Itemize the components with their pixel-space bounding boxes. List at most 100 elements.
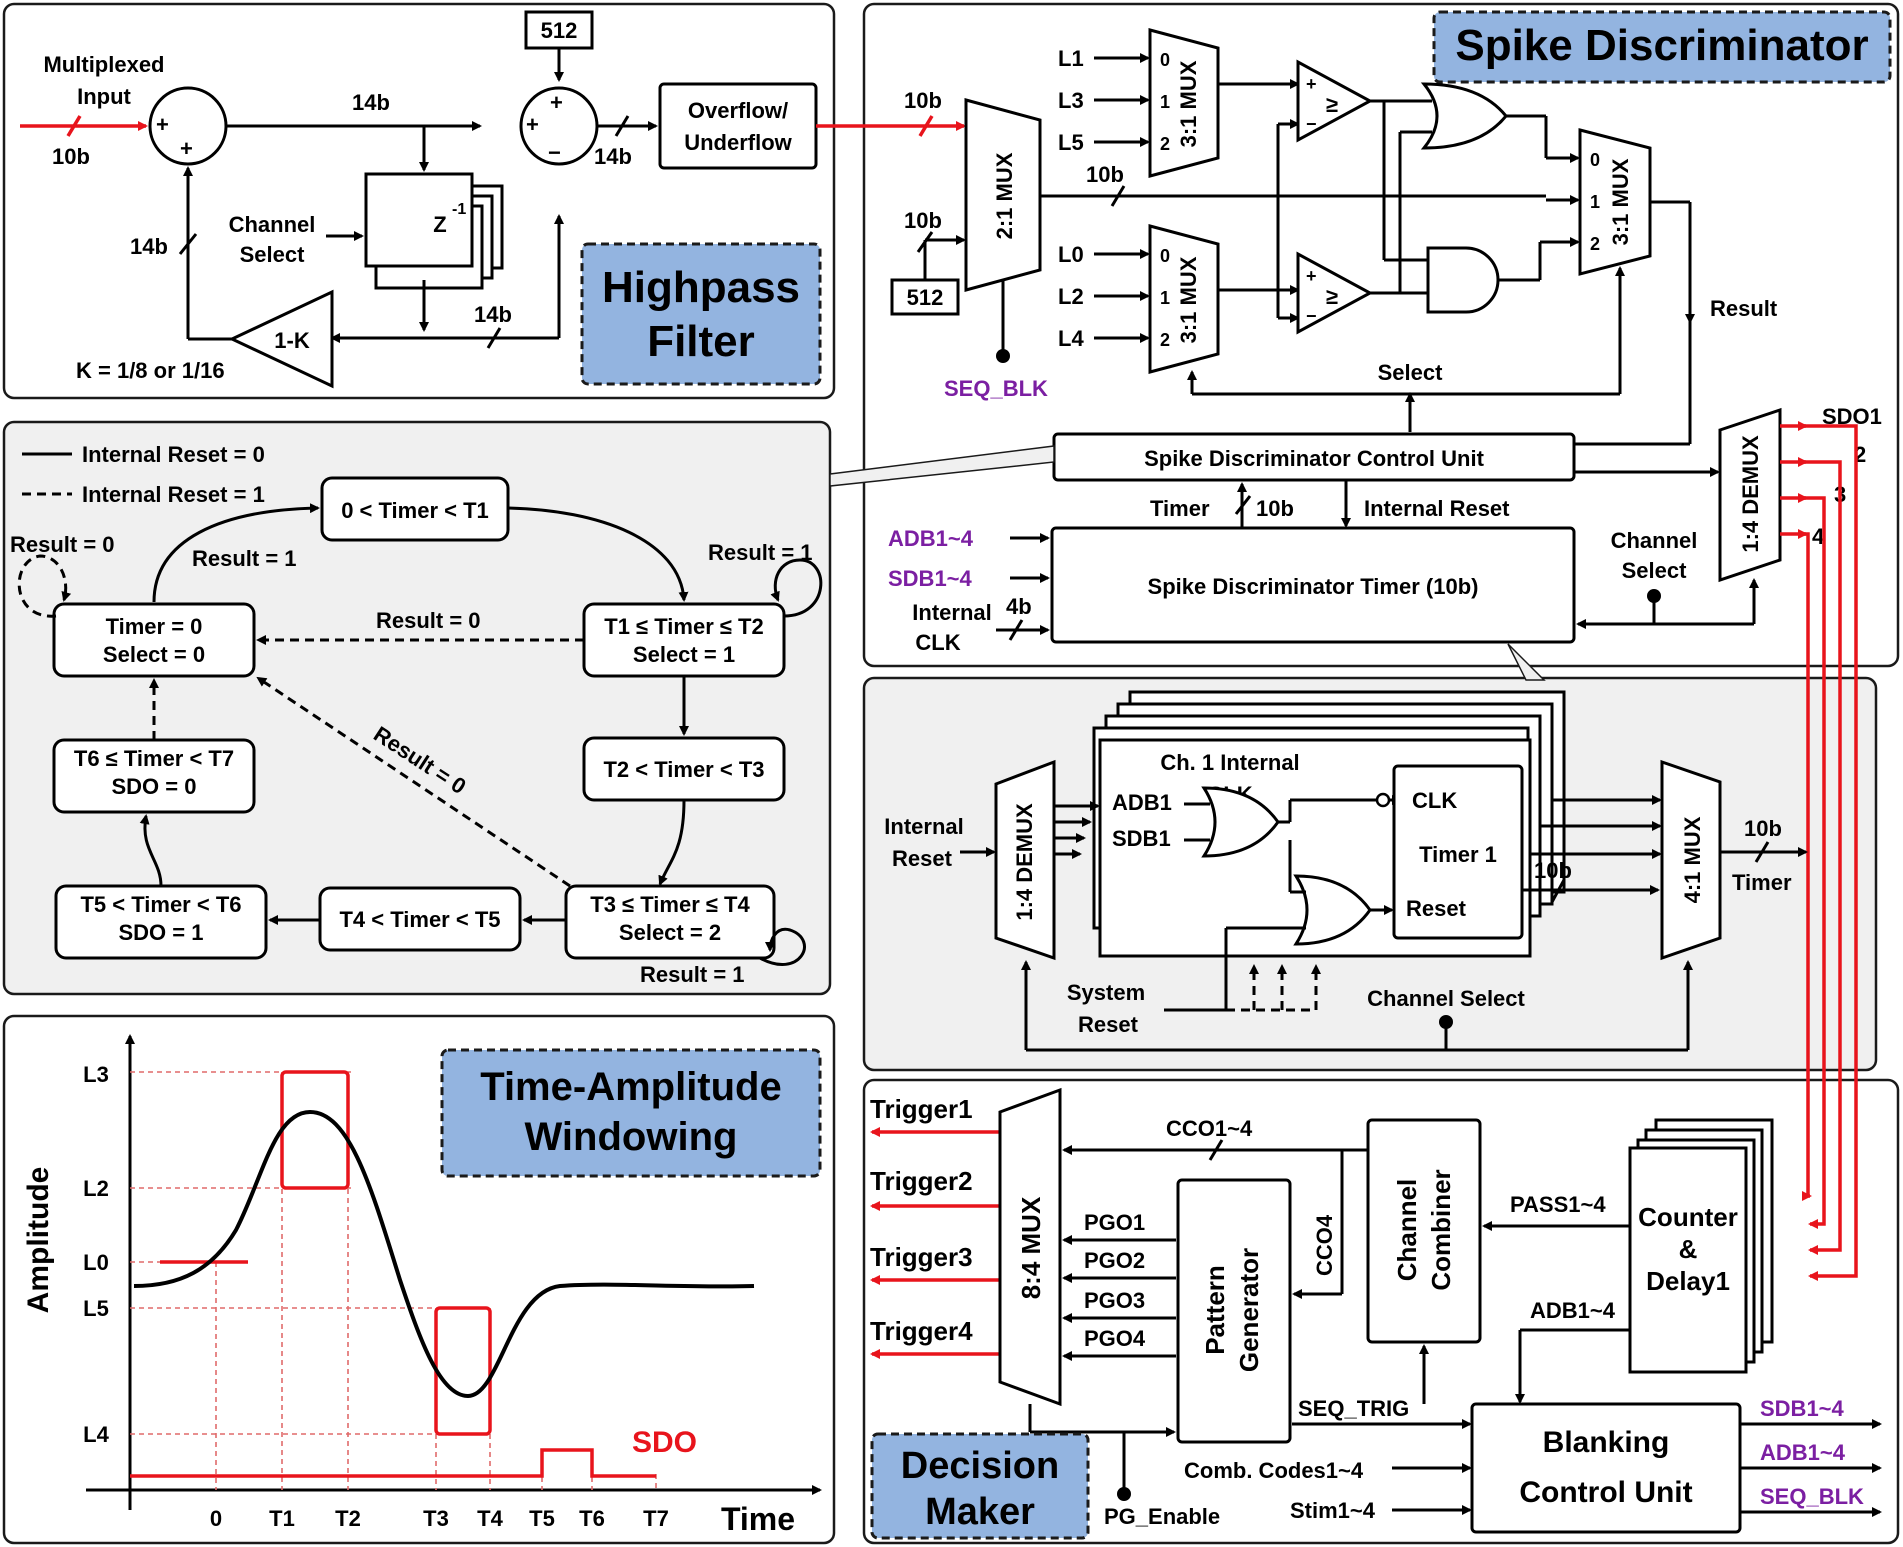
svg-text:10b: 10b: [1744, 816, 1782, 841]
svg-text:Result = 1: Result = 1: [192, 546, 297, 571]
svg-text:Internal Reset: Internal Reset: [1364, 496, 1510, 521]
comparator-top: [1296, 59, 1374, 143]
svg-text:2:1 MUX: 2:1 MUX: [992, 152, 1017, 239]
svg-text:Channel: Channel: [1392, 1179, 1422, 1282]
svg-text:10b: 10b: [1534, 858, 1572, 883]
svg-text:L0: L0: [83, 1250, 109, 1275]
svg-text:Result = 0: Result = 0: [376, 608, 481, 633]
svg-text:Trigger1: Trigger1: [870, 1094, 973, 1124]
svg-text:+: +: [526, 112, 539, 137]
mux-3-1-out: [1578, 128, 1652, 276]
svg-text:Stim1~4: Stim1~4: [1290, 1498, 1376, 1523]
svg-text:Generator: Generator: [1234, 1248, 1264, 1372]
svg-text:L1: L1: [1058, 46, 1084, 71]
svg-text:1: 1: [1160, 92, 1170, 112]
svg-text:Spike Discriminator: Spike Discriminator: [1455, 21, 1868, 70]
svg-text:4:1 MUX: 4:1 MUX: [1680, 816, 1705, 903]
svg-text:≥: ≥: [1326, 284, 1338, 309]
svg-text:SDB1~4: SDB1~4: [888, 566, 973, 591]
svg-text:−: −: [1306, 306, 1317, 326]
svg-text:PGO2: PGO2: [1084, 1248, 1145, 1273]
bits-14-bottom: 14b: [474, 302, 512, 327]
svg-text:System: System: [1067, 980, 1145, 1005]
svg-text:Decision: Decision: [901, 1445, 1059, 1487]
channel-combiner: [1366, 1118, 1482, 1344]
timer-mux-4-1: [1660, 759, 1722, 961]
svg-text:T5 < Timer < T6: T5 < Timer < T6: [80, 892, 241, 917]
svg-text:Windowing: Windowing: [525, 1115, 738, 1159]
svg-text:2: 2: [1590, 234, 1600, 254]
overflow-block: [658, 82, 818, 170]
svg-text:ADB1: ADB1: [1112, 790, 1172, 815]
svg-text:3:1 MUX: 3:1 MUX: [1608, 158, 1633, 245]
svg-text:Trigger4: Trigger4: [870, 1316, 973, 1346]
svg-text:T1: T1: [269, 1506, 295, 1531]
svg-text:T4 < Timer < T5: T4 < Timer < T5: [339, 907, 500, 932]
svg-text:Internal Reset = 0: Internal Reset = 0: [82, 442, 265, 467]
svg-text:Trigger2: Trigger2: [870, 1166, 973, 1196]
highpass-title-tag: [580, 242, 822, 386]
svg-text:Reset: Reset: [892, 846, 953, 871]
input-label-2: Input: [77, 84, 131, 109]
svg-text:Timer: Timer: [1150, 496, 1210, 521]
svg-text:T1 ≤ Timer ≤ T2: T1 ≤ Timer ≤ T2: [604, 614, 763, 639]
channel-select-label: Channel: [229, 212, 316, 237]
svg-text:T7: T7: [643, 1506, 669, 1531]
svg-text:10b: 10b: [904, 208, 942, 233]
bits-14-left: 14b: [130, 234, 168, 259]
svg-text:T3 ≤ Timer ≤ T4: T3 ≤ Timer ≤ T4: [590, 892, 750, 917]
svg-text:SDO = 1: SDO = 1: [119, 920, 204, 945]
state-init: [52, 602, 256, 678]
svg-text:Select: Select: [240, 242, 305, 267]
svg-text:Time: Time: [721, 1501, 795, 1537]
svg-text:T6: T6: [579, 1506, 605, 1531]
svg-text:0: 0: [1160, 246, 1170, 266]
svg-text:+: +: [1306, 74, 1317, 94]
svg-text:512: 512: [907, 285, 944, 310]
svg-text:Ch. 1 Internal: Ch. 1 Internal: [1160, 750, 1299, 775]
svg-text:Reset: Reset: [1406, 896, 1467, 921]
svg-text:Amplitude: Amplitude: [22, 1167, 55, 1314]
svg-text:Trigger3: Trigger3: [870, 1242, 973, 1272]
callout-timer: [1507, 643, 1546, 681]
sdo-trace: [130, 1448, 656, 1478]
bits-10-link: 10b: [904, 88, 942, 113]
svg-text:Timer 1: Timer 1: [1419, 842, 1497, 867]
svg-text:Maker: Maker: [925, 1491, 1035, 1533]
or-gate-sd: [1420, 82, 1508, 150]
svg-text:Reset: Reset: [1078, 1012, 1139, 1037]
svg-text:ADB1~4: ADB1~4: [888, 526, 974, 551]
or-gate-clk: [1201, 786, 1280, 858]
svg-text:0 < Timer < T1: 0 < Timer < T1: [341, 498, 489, 523]
svg-text:0: 0: [1160, 50, 1170, 70]
svg-text:Highpass: Highpass: [602, 263, 800, 312]
svg-text:CLK: CLK: [915, 630, 960, 655]
state-t3: [564, 884, 776, 960]
svg-text:+: +: [156, 112, 169, 137]
svg-text:&: &: [1679, 1234, 1698, 1264]
bits-14-right: 14b: [594, 144, 632, 169]
svg-text:Result = 1: Result = 1: [640, 962, 745, 987]
svg-text:4: 4: [1812, 524, 1825, 549]
signal-curve: [133, 1109, 755, 1399]
demux-1-4: [1718, 407, 1782, 583]
svg-text:L0: L0: [1058, 242, 1084, 267]
result-label: Result: [1710, 296, 1778, 321]
svg-text:SEQ_TRIG: SEQ_TRIG: [1298, 1396, 1409, 1421]
spike-title-tag: [1432, 10, 1892, 84]
svg-text:Select = 0: Select = 0: [103, 642, 205, 667]
and-gate-sd: [1426, 246, 1500, 314]
svg-text:L4: L4: [1058, 326, 1084, 351]
svg-text:PGO4: PGO4: [1084, 1326, 1146, 1351]
svg-text:Filter: Filter: [647, 317, 755, 366]
bits-14-top: 14b: [352, 90, 390, 115]
svg-text:3:1 MUX: 3:1 MUX: [1176, 256, 1201, 343]
svg-text:PGO1: PGO1: [1084, 1210, 1145, 1235]
svg-text:1-K: 1-K: [274, 328, 310, 353]
svg-text:Overflow/: Overflow/: [688, 98, 788, 123]
svg-text:Internal: Internal: [884, 814, 963, 839]
callout-fsm: [829, 445, 1055, 487]
svg-text:Select = 2: Select = 2: [619, 920, 721, 945]
svg-text:2: 2: [1160, 330, 1170, 350]
